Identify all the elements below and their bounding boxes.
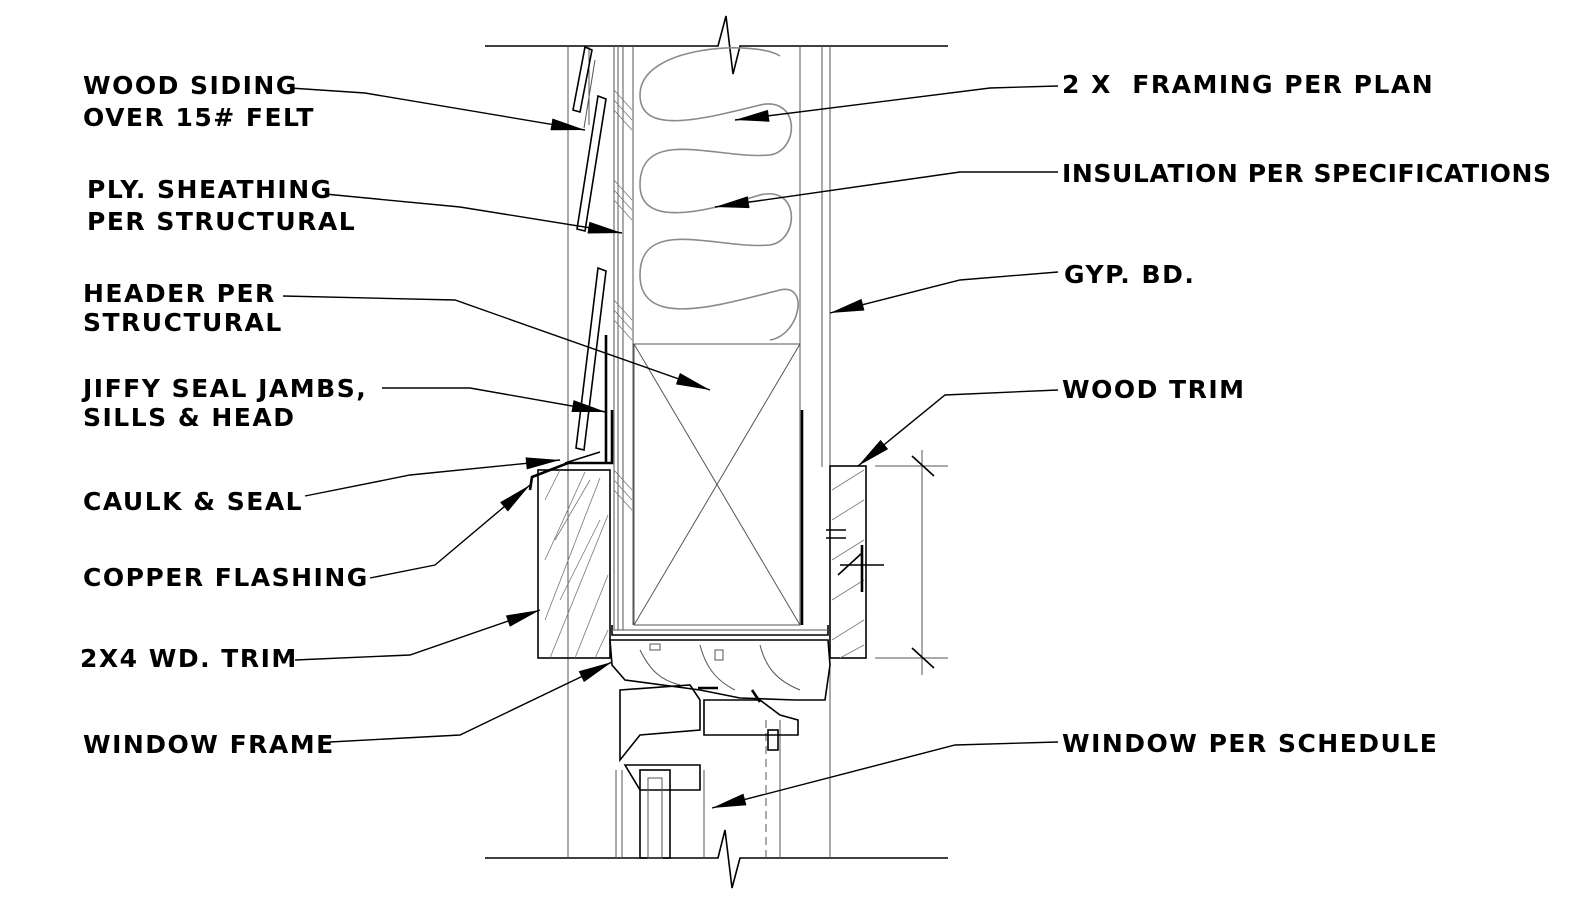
wood-siding	[572, 45, 607, 451]
top-break-line	[485, 15, 948, 75]
bottom-break-line	[485, 829, 948, 889]
label-wood-siding: WOOD SIDING OVER 15# FELT	[83, 71, 315, 132]
left-labels: WOOD SIDING OVER 15# FELT PLY. SHEATHING…	[80, 71, 377, 759]
header	[611, 343, 829, 636]
dimension-line	[875, 450, 948, 675]
label-2x4-trim: 2X4 WD. TRIM	[80, 644, 298, 673]
label-window-frame: WINDOW FRAME	[83, 730, 335, 759]
label-insulation: INSULATION PER SPECIFICATIONS	[1062, 159, 1552, 188]
label-jiffy-seal: JIFFY SEAL JAMBS, SILLS & HEAD	[81, 374, 377, 432]
wall-layers	[567, 46, 831, 858]
label-framing: 2 X FRAMING PER PLAN	[1062, 70, 1434, 99]
exterior-trim	[537, 469, 611, 659]
leaders	[282, 85, 1059, 809]
label-ply-sheathing: PLY. SHEATHING PER STRUCTURAL	[87, 175, 356, 236]
right-labels: 2 X FRAMING PER PLAN INSULATION PER SPEC…	[1062, 70, 1552, 758]
window-frame	[609, 639, 831, 859]
batt-insulation	[639, 47, 799, 341]
label-wood-trim: WOOD TRIM	[1062, 375, 1246, 404]
interior-trim	[826, 465, 884, 659]
label-header: HEADER PER STRUCTURAL	[83, 279, 286, 337]
label-caulk-seal: CAULK & SEAL	[83, 487, 303, 516]
flashing	[528, 335, 614, 491]
label-copper-flashing: COPPER FLASHING	[83, 563, 369, 592]
label-window: WINDOW PER SCHEDULE	[1062, 729, 1438, 758]
break-lines	[485, 15, 948, 889]
label-gyp-bd: GYP. BD.	[1064, 260, 1195, 289]
